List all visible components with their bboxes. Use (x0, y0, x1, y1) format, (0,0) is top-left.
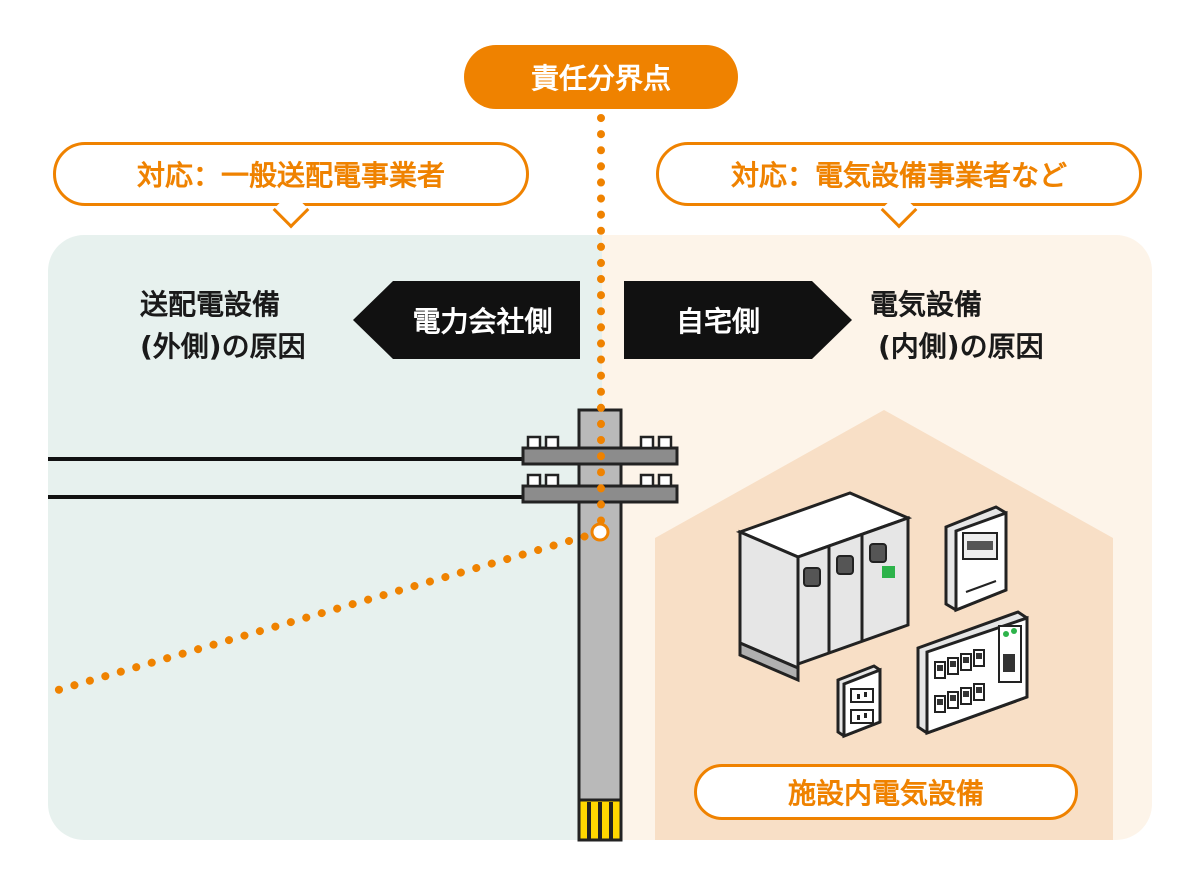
electric-meter-icon (944, 505, 1008, 613)
left-cause-line1: 送配電設備 (140, 288, 281, 321)
wall-outlet-icon (836, 664, 882, 739)
facility-equipment-text: 施設内電気設備 (787, 777, 984, 810)
home-side-text: 自宅側 (675, 305, 760, 338)
left-responder-text: 対応：一般送配電事業者 (136, 159, 445, 192)
switchgear-cabinet-icon (735, 491, 913, 683)
service-drop-dotted-line (54, 528, 604, 694)
utility-pole (521, 408, 679, 842)
facility-equipment-label: 施設内電気設備 (694, 764, 1078, 820)
boundary-point-marker (590, 522, 610, 542)
arrow-right-shape (624, 281, 852, 359)
utility-side-arrow-label: 電力会社側 (385, 281, 580, 359)
right-responder-bubble: 対応：電気設備事業者など (656, 142, 1142, 229)
home-side-arrow-label: 自宅側 (624, 281, 812, 359)
right-cause-line2: (内側)の原因 (878, 330, 1044, 363)
arrow-left-shape (353, 281, 580, 359)
right-responder-text: 対応：電気設備事業者など (730, 159, 1067, 192)
boundary-point-text: 責任分界点 (530, 62, 671, 95)
left-cause-text: 送配電設備 (外側)の原因 (140, 284, 360, 368)
distribution-board-icon (916, 610, 1029, 736)
right-cause-line1: 電気設備 (870, 288, 983, 321)
left-responder-bubble: 対応：一般送配電事業者 (53, 142, 529, 229)
boundary-point-label: 責任分界点 (464, 45, 738, 109)
left-cause-line2: (外側)の原因 (140, 330, 306, 363)
utility-side-text: 電力会社側 (412, 305, 553, 338)
left-panel (48, 235, 628, 840)
right-cause-text: 電気設備 (内側)の原因 (870, 284, 1090, 368)
